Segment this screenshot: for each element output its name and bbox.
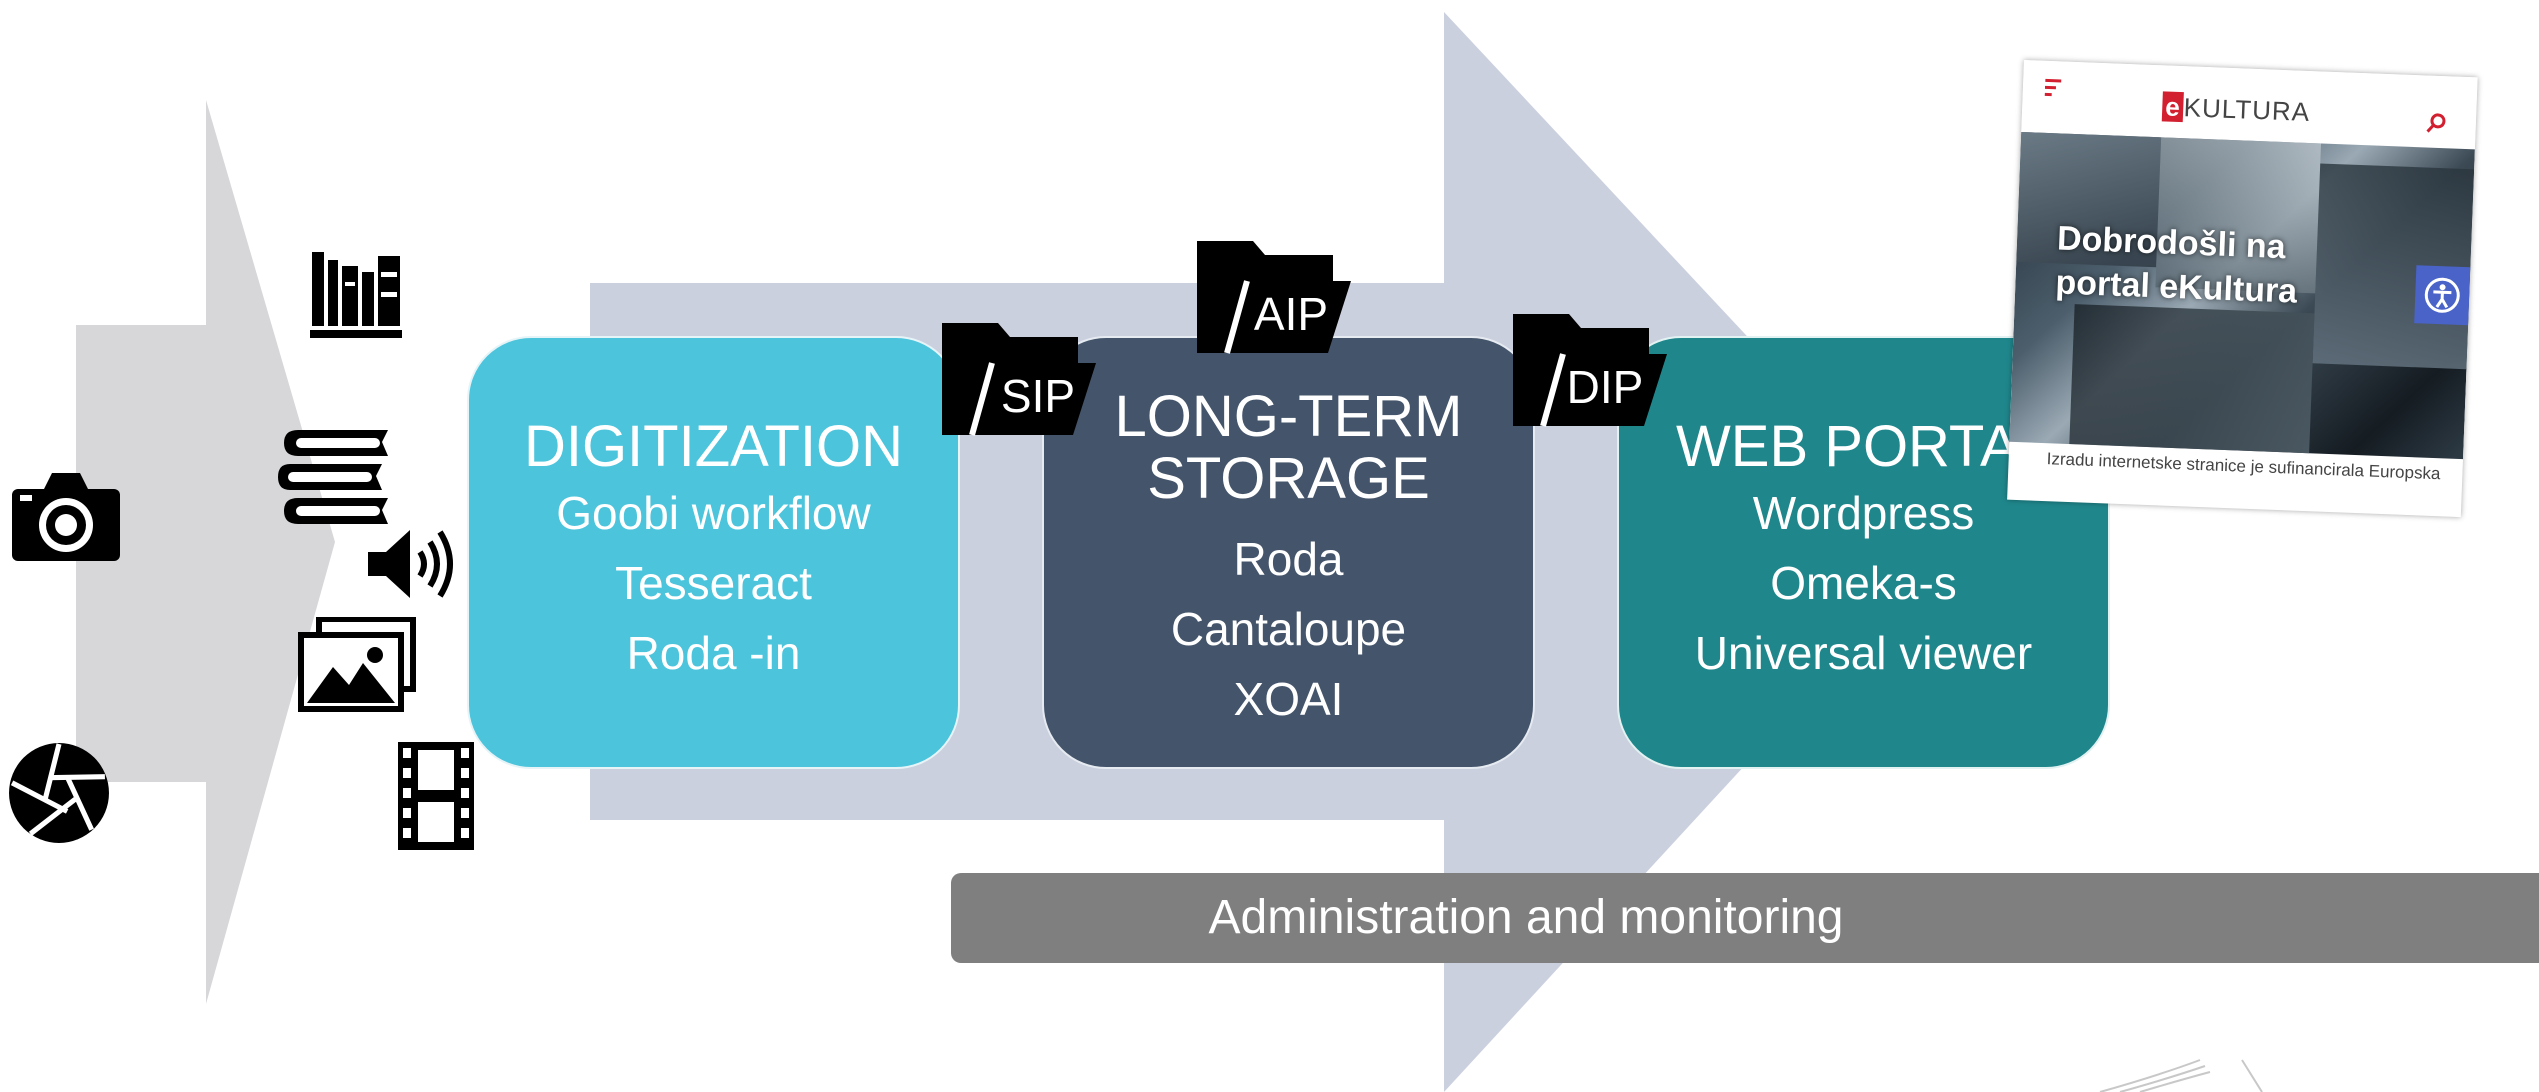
digitization-item: Tesseract	[615, 557, 812, 609]
portal-welcome-text: Dobrodošli na portal eKultura	[2055, 216, 2300, 313]
digitization-item: Roda -in	[626, 627, 801, 679]
web-portal-box: WEB PORTAL Wordpress Omeka-s Universal v…	[1617, 336, 2110, 769]
administration-bar: Administration and monitoring	[951, 873, 2539, 963]
bookshelf-icon	[310, 252, 402, 338]
camera-icon	[12, 473, 120, 561]
web-portal-item: Omeka-s	[1770, 557, 1957, 609]
storage-item: Cantaloupe	[1170, 603, 1407, 655]
images-icon	[298, 617, 416, 712]
menu-icon[interactable]	[2044, 77, 2064, 100]
portal-logo-text: KULTURA	[2183, 92, 2311, 128]
search-icon[interactable]	[2425, 111, 2448, 134]
digitization-box: DIGITIZATION Goobi workflow Tesseract Ro…	[467, 336, 960, 769]
film-strip-icon	[398, 742, 474, 850]
aip-folder: AIP	[1193, 241, 1353, 356]
sip-folder: SIP	[938, 323, 1098, 438]
storage-box: LONG-TERM STORAGE Roda Cantaloupe XOAI	[1042, 336, 1535, 769]
portal-logo-mark: e	[2161, 91, 2185, 123]
speaker-icon	[368, 530, 453, 598]
storage-title-line1: LONG-TERM	[1114, 384, 1463, 449]
web-portal-item: Universal viewer	[1694, 627, 2033, 679]
accessibility-icon	[2424, 277, 2460, 313]
folder-icon	[942, 323, 1096, 436]
dip-label: DIP	[1566, 361, 1644, 413]
folder-icon	[1197, 241, 1351, 354]
sip-label: SIP	[1000, 370, 1076, 422]
storage-item: Roda	[1233, 533, 1344, 585]
dip-folder: DIP	[1509, 314, 1669, 429]
storage-title-line2: STORAGE	[1147, 446, 1430, 511]
digitization-item: Goobi workflow	[556, 487, 871, 539]
folder-icon	[1513, 314, 1667, 427]
portal-header: eKULTURA	[2021, 60, 2478, 150]
digitization-title: DIGITIZATION	[523, 414, 904, 479]
storage-item: XOAI	[1233, 673, 1344, 725]
web-portal-title: WEB PORTAL	[1676, 414, 2051, 479]
aip-label: AIP	[1253, 288, 1329, 340]
decorative-lines	[2099, 1059, 2263, 1092]
shutter-icon	[9, 743, 109, 843]
input-arrow	[76, 100, 335, 1004]
portal-screenshot: eKULTURA Dobrodošli na portal eKultura I…	[2007, 60, 2478, 518]
portal-welcome-line2: portal eKultura	[2054, 263, 2298, 311]
books-stack-icon	[278, 430, 388, 524]
accessibility-button[interactable]	[2414, 265, 2471, 326]
portal-logo[interactable]: eKULTURA	[2161, 91, 2311, 128]
web-portal-item: Wordpress	[1752, 487, 1975, 539]
